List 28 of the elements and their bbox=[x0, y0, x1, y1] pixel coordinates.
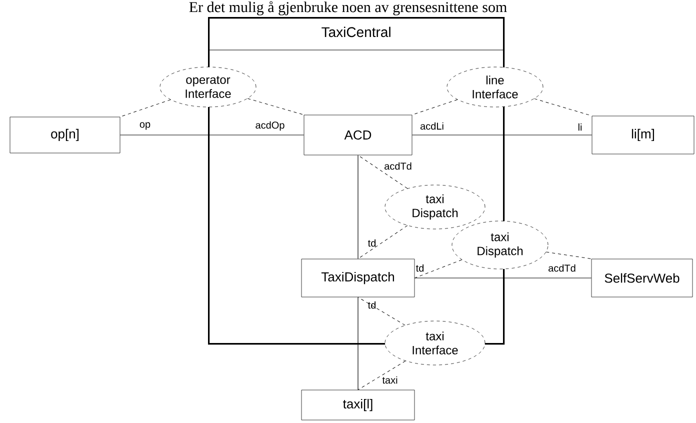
role-label: acdOp bbox=[256, 121, 284, 131]
part-box: op[n] bbox=[10, 116, 120, 154]
connector-line bbox=[412, 134, 592, 136]
part-box: li[m] bbox=[592, 116, 694, 154]
heading: Er det mulig å gjenbruke noen av grensesnittene som bbox=[189, 1, 507, 16]
role-line bbox=[414, 260, 462, 278]
part-box: TaxiDispatch bbox=[301, 258, 415, 298]
role-line bbox=[247, 98, 304, 116]
role-line bbox=[546, 252, 592, 260]
role-label: acdTd bbox=[548, 264, 576, 272]
role-label: li bbox=[578, 123, 582, 131]
role-line bbox=[534, 98, 592, 116]
role-label: td bbox=[368, 239, 376, 247]
role-label: acdLi bbox=[420, 122, 444, 130]
role-line bbox=[358, 225, 408, 260]
role-label: taxi bbox=[382, 376, 398, 384]
part-box: SelfServWeb bbox=[591, 258, 693, 298]
part-box: taxi[l] bbox=[301, 390, 415, 420]
part-box: ACD bbox=[304, 114, 412, 156]
role-line bbox=[358, 360, 406, 390]
role-line bbox=[358, 296, 406, 326]
role-label: td bbox=[416, 264, 424, 272]
role-label: td bbox=[368, 301, 376, 309]
role-line bbox=[358, 154, 408, 189]
connector-line bbox=[120, 134, 304, 136]
role-line bbox=[120, 99, 171, 118]
role-label: acdTd bbox=[384, 162, 412, 170]
role-label: op bbox=[140, 122, 150, 130]
